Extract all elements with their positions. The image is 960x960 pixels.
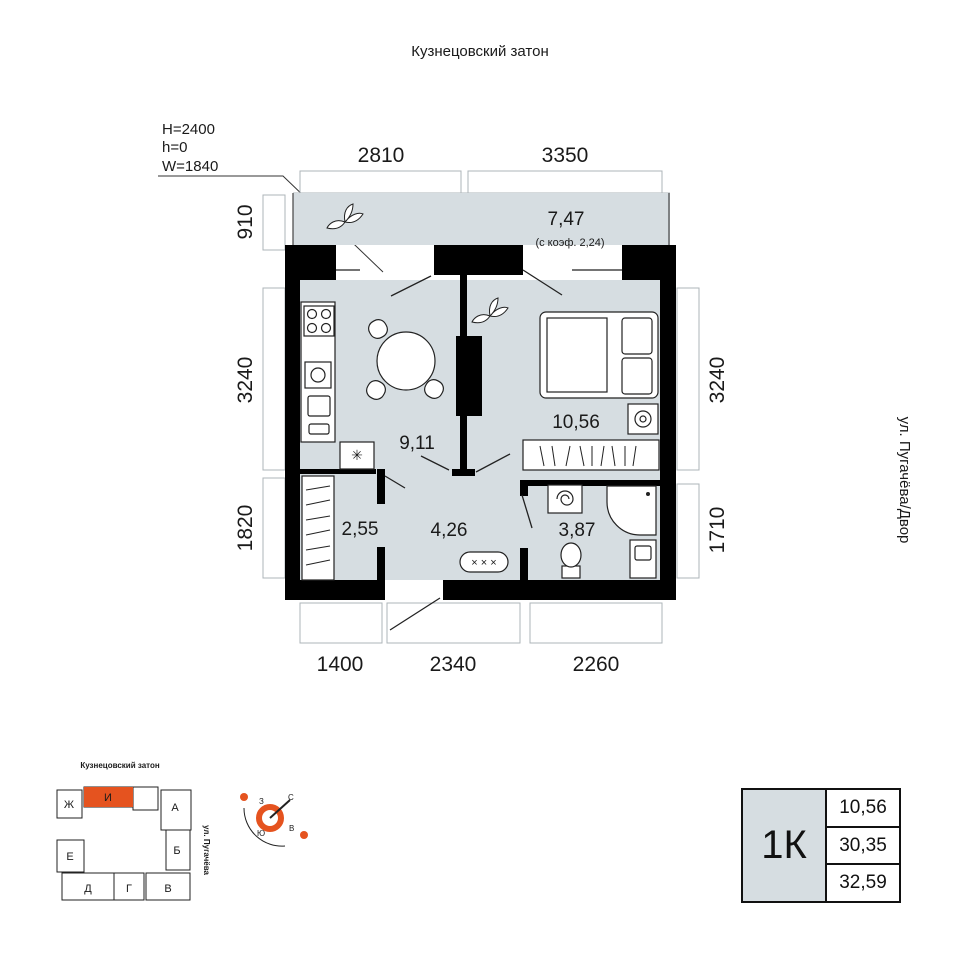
- dim-bottom-mid: 2340: [430, 653, 477, 676]
- svg-text:✳: ✳: [351, 447, 363, 463]
- svg-text:В: В: [289, 824, 294, 833]
- kitchen-furniture: ✳: [300, 301, 444, 470]
- shower-icon: [606, 485, 657, 536]
- dim-left-storage: 1820: [234, 505, 257, 552]
- svg-text:Д: Д: [84, 883, 92, 895]
- sun-icon: [300, 831, 308, 839]
- svg-text:С: С: [288, 793, 294, 802]
- svg-text:И: И: [104, 792, 112, 804]
- bathroom-fixtures: [547, 484, 657, 579]
- bathroom-area: 3,87: [559, 520, 596, 541]
- street-label-right: ул. Пугачёва/Двор: [896, 417, 913, 544]
- walls: [285, 245, 676, 600]
- window-spec: H=2400 h=0 W=1840: [158, 121, 384, 273]
- svg-text:Ю: Ю: [257, 829, 265, 838]
- balcony-area: 7,47: [548, 209, 585, 230]
- kitchen-area: 9,11: [399, 433, 435, 454]
- dim-left-kitchen: 3240: [234, 357, 257, 404]
- washer-icon: [304, 361, 332, 389]
- stove-icon: [303, 305, 335, 337]
- plant-icon: [326, 203, 364, 230]
- svg-text:З: З: [259, 797, 264, 806]
- dim-left-balcony: 910: [234, 204, 257, 239]
- apartment-type: 1К: [743, 790, 827, 901]
- plant-icon: [471, 297, 509, 324]
- balcony-coefficient-note: (с коэф. 2,24): [535, 237, 604, 249]
- svg-text:Ж: Ж: [64, 799, 74, 811]
- svg-text:Г: Г: [126, 883, 132, 895]
- window-width: W=1840: [162, 158, 218, 175]
- fan-icon: [627, 403, 659, 435]
- bedroom-furniture: [522, 311, 660, 471]
- hall-area: 4,26: [431, 520, 468, 541]
- toilet-icon: [560, 542, 582, 579]
- keyplan-street: ул. Пугачёва: [202, 825, 211, 876]
- sun-icon: [240, 793, 248, 801]
- total-area-with-balcony: 32,59: [839, 872, 887, 894]
- hall-bench: × × ×: [459, 551, 509, 573]
- dim-bottom-left: 1400: [317, 653, 364, 676]
- boiler-icon: [547, 484, 583, 514]
- doors: [336, 269, 622, 631]
- dim-right-bedroom: 3240: [706, 357, 729, 404]
- total-area: 30,35: [827, 828, 899, 866]
- compass: З С Ю В: [240, 793, 308, 847]
- svg-text:В: В: [164, 883, 171, 895]
- svg-text:× × ×: × × ×: [471, 557, 496, 569]
- dim-top-left: 2810: [358, 144, 405, 167]
- dim-right-bath: 1710: [706, 507, 729, 554]
- key-plan: Кузнецовский затон Ж И А Е Б Д Г В ул. П…: [56, 761, 211, 901]
- dim-bottom-right: 2260: [573, 653, 620, 676]
- sink-icon: [307, 395, 331, 435]
- window-sill: h=0: [162, 139, 187, 156]
- living-area: 10,56: [827, 790, 899, 828]
- area-values: 10,56 30,35 32,59: [827, 790, 899, 901]
- svg-text:А: А: [171, 802, 179, 814]
- storage-area: 2,55: [342, 519, 379, 540]
- svg-text:Е: Е: [66, 851, 73, 863]
- street-label-top: Кузнецовский затон: [411, 43, 549, 60]
- svg-text:Б: Б: [173, 845, 180, 857]
- dim-top-right: 3350: [542, 144, 589, 167]
- window-height: H=2400: [162, 121, 215, 138]
- keyplan-title: Кузнецовский затон: [80, 761, 160, 770]
- storage-wardrobe: [301, 475, 335, 581]
- apartment-info-table: 1К 10,56 30,35 32,59: [741, 788, 901, 903]
- bedroom-area: 10,56: [552, 412, 600, 433]
